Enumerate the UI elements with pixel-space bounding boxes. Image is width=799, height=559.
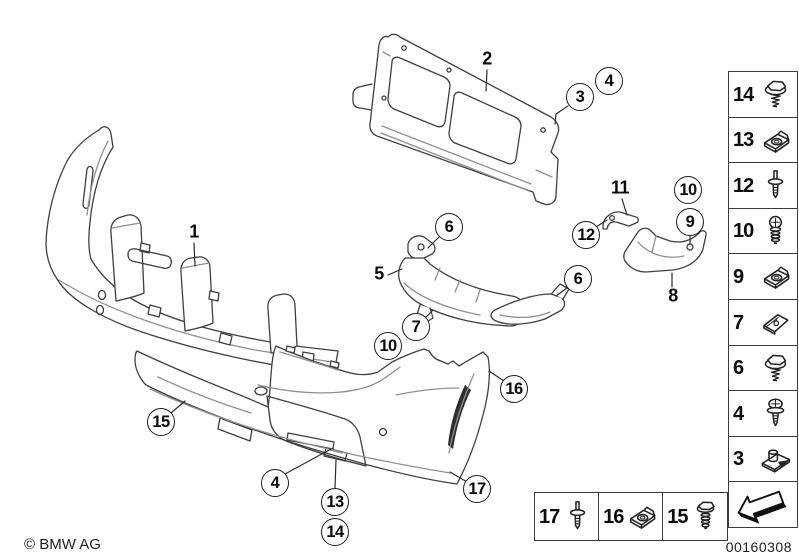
hex-flange-screw-icon [764, 80, 787, 108]
fastener-sidebar: 14 13 12 10 9 7 6 4 3 [728, 71, 798, 529]
fastener-item-15[interactable]: 15 [662, 492, 728, 541]
fastener-item-12[interactable]: 12 [728, 162, 798, 210]
fastener-number: 12 [733, 174, 754, 197]
clip-nut-icon [630, 506, 656, 529]
barrel-clip-icon [761, 449, 791, 473]
callout-9[interactable]: 9 [676, 208, 704, 236]
callout-11[interactable]: 11 [610, 177, 630, 198]
bumper-carrier-part [45, 126, 339, 375]
washer-screw-icon [766, 398, 785, 427]
fastener-number: 7 [733, 311, 744, 334]
part-number-label: 00160308 [725, 539, 792, 555]
callout-17[interactable]: 17 [463, 475, 491, 503]
bumper-cover-part [134, 345, 490, 485]
fastener-number: 17 [539, 505, 560, 528]
callout-6[interactable]: 6 [564, 265, 592, 293]
fastener-item-10[interactable]: 10 [728, 207, 798, 255]
fastener-number: 9 [733, 265, 744, 288]
fastener-number: 10 [733, 220, 754, 243]
fastener-number: 16 [603, 505, 624, 528]
expansion-rivet-icon [767, 170, 784, 199]
direction-arrow-cell [728, 481, 798, 529]
callout-14[interactable]: 14 [321, 518, 349, 546]
callout-7[interactable]: 7 [402, 313, 430, 341]
callout-13[interactable]: 13 [321, 488, 349, 516]
fastener-item-13[interactable]: 13 [728, 116, 798, 164]
callout-1[interactable]: 1 [189, 221, 199, 242]
round-screw-coil-icon [768, 215, 783, 245]
callout-4[interactable]: 4 [261, 469, 289, 497]
callout-10[interactable]: 10 [374, 332, 402, 360]
fastener-number: 15 [667, 505, 688, 528]
callout-15[interactable]: 15 [147, 408, 175, 436]
air-duct-parts [398, 235, 570, 327]
front-panel-part [352, 33, 560, 206]
fastener-number: 4 [733, 402, 744, 425]
callout-2[interactable]: 2 [482, 48, 492, 69]
fastener-item-9[interactable]: 9 [728, 253, 798, 301]
callout-4[interactable]: 4 [595, 67, 623, 95]
callout-10[interactable]: 10 [674, 176, 702, 204]
clip-nut-icon [763, 130, 790, 153]
fastener-item-14[interactable]: 14 [728, 71, 798, 118]
callout-16[interactable]: 16 [500, 375, 528, 403]
fastener-number: 13 [733, 129, 754, 152]
bracket-parts [602, 211, 707, 273]
expansion-rivet-icon [570, 501, 586, 530]
callout-12[interactable]: 12 [572, 221, 600, 249]
fastener-item-6[interactable]: 6 [728, 344, 798, 392]
clip-nut-icon [763, 266, 790, 290]
fastener-item-3[interactable]: 3 [728, 435, 798, 483]
fastener-item-4[interactable]: 4 [728, 390, 798, 438]
hex-flange-screw-icon [764, 354, 787, 382]
fastener-number: 14 [733, 83, 754, 106]
fastener-item-17[interactable]: 17 [534, 492, 600, 541]
callout-6[interactable]: 6 [435, 213, 463, 241]
flat-clip-icon [763, 314, 789, 335]
direction-arrow-icon [737, 490, 787, 524]
callout-8[interactable]: 8 [668, 285, 678, 306]
fastener-item-16[interactable]: 16 [598, 492, 664, 541]
fastener-number: 6 [733, 357, 744, 380]
copyright-label: © BMW AG [24, 536, 101, 553]
fastener-bottom-row: 17 16 15 [534, 492, 728, 541]
callout-5[interactable]: 5 [374, 263, 384, 284]
callout-3[interactable]: 3 [566, 83, 594, 111]
fastener-item-7[interactable]: 7 [728, 299, 798, 347]
hex-screw-coil-icon [697, 501, 716, 530]
fastener-number: 3 [733, 448, 744, 471]
